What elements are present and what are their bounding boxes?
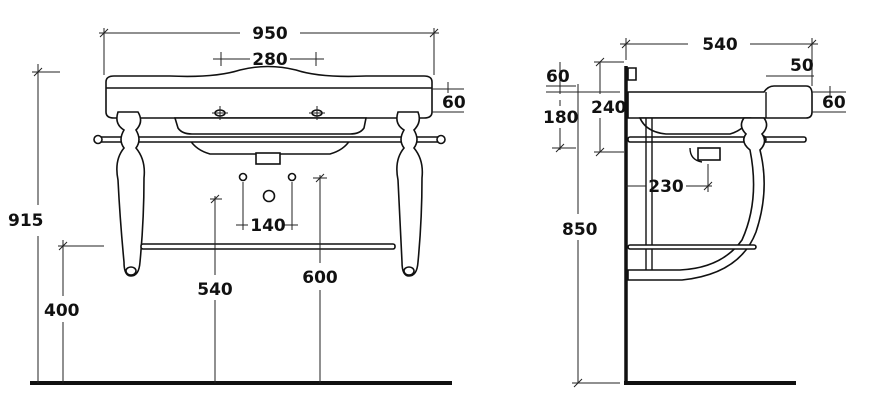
- dim-540-front-label: 540: [197, 280, 233, 300]
- dim-950-label: 950: [252, 24, 288, 44]
- rail-knob-left-icon: [93, 134, 103, 145]
- dim-60-side-right: 60: [812, 86, 846, 113]
- dim-600-label: 600: [302, 268, 338, 288]
- front-basin-slab: [105, 65, 433, 119]
- side-waste-trap: [697, 147, 721, 161]
- dim-400: 400: [44, 240, 104, 383]
- front-lower-bowl: [188, 139, 352, 155]
- dim-850-label: 850: [562, 220, 598, 240]
- dim-50-label: 50: [790, 56, 814, 76]
- leg-foot-left: [125, 266, 137, 276]
- dim-400-label: 400: [44, 301, 80, 321]
- hole-left-icon: [238, 172, 248, 182]
- dim-540-front: 540: [197, 194, 233, 383]
- dim-950: 950: [99, 24, 439, 75]
- dim-240: 240: [591, 57, 627, 157]
- dim-540-side: 540: [620, 35, 818, 80]
- hole-right-icon: [287, 172, 297, 182]
- tap-hole-right-icon: [309, 106, 325, 120]
- side-rail: [627, 136, 807, 143]
- dim-915-label: 915: [8, 211, 44, 231]
- tap-hole-left-icon: [212, 106, 228, 120]
- dim-180-label: 180: [543, 108, 579, 128]
- dim-600: 600: [302, 173, 338, 383]
- front-towel-bar: [140, 243, 396, 250]
- dim-60-front: 60: [432, 82, 466, 113]
- dim-230: 230: [626, 164, 713, 197]
- front-view: 950 280 60 915: [8, 24, 466, 385]
- dim-60-side-left: 60: [546, 62, 620, 94]
- front-leg-left: [116, 111, 146, 277]
- side-leg: [627, 117, 768, 281]
- dim-50: 50: [766, 56, 814, 86]
- dim-915: 915: [8, 64, 60, 383]
- dim-850: 850: [562, 84, 620, 388]
- dim-140-label: 140: [250, 216, 286, 236]
- side-basin-slab: [627, 85, 813, 119]
- front-leg-right: [396, 111, 424, 277]
- front-top-rail: [99, 136, 441, 143]
- dim-240-label: 240: [591, 98, 627, 118]
- front-waste-trap: [255, 152, 281, 165]
- side-bowl: [638, 117, 752, 135]
- dim-60-side-right-label: 60: [822, 93, 846, 113]
- dim-280-label: 280: [252, 50, 288, 70]
- dim-230-label: 230: [648, 177, 684, 197]
- side-towel-bar: [627, 244, 757, 250]
- side-waste-curve: [689, 147, 703, 163]
- dim-280: 280: [213, 50, 324, 70]
- dim-180: 180: [543, 100, 579, 153]
- wall-bracket-top: [627, 67, 637, 81]
- front-bowl: [173, 117, 367, 135]
- waste-hole-icon: [262, 189, 276, 203]
- dim-140: 140: [236, 182, 298, 236]
- dim-60-side-left-label: 60: [546, 67, 570, 87]
- dim-60-front-label: 60: [442, 93, 466, 113]
- rail-knob-right-icon: [436, 134, 446, 145]
- side-view: 540 50 60 60 180: [543, 35, 846, 388]
- leg-foot-right: [403, 266, 415, 276]
- dim-540-side-label: 540: [702, 35, 738, 55]
